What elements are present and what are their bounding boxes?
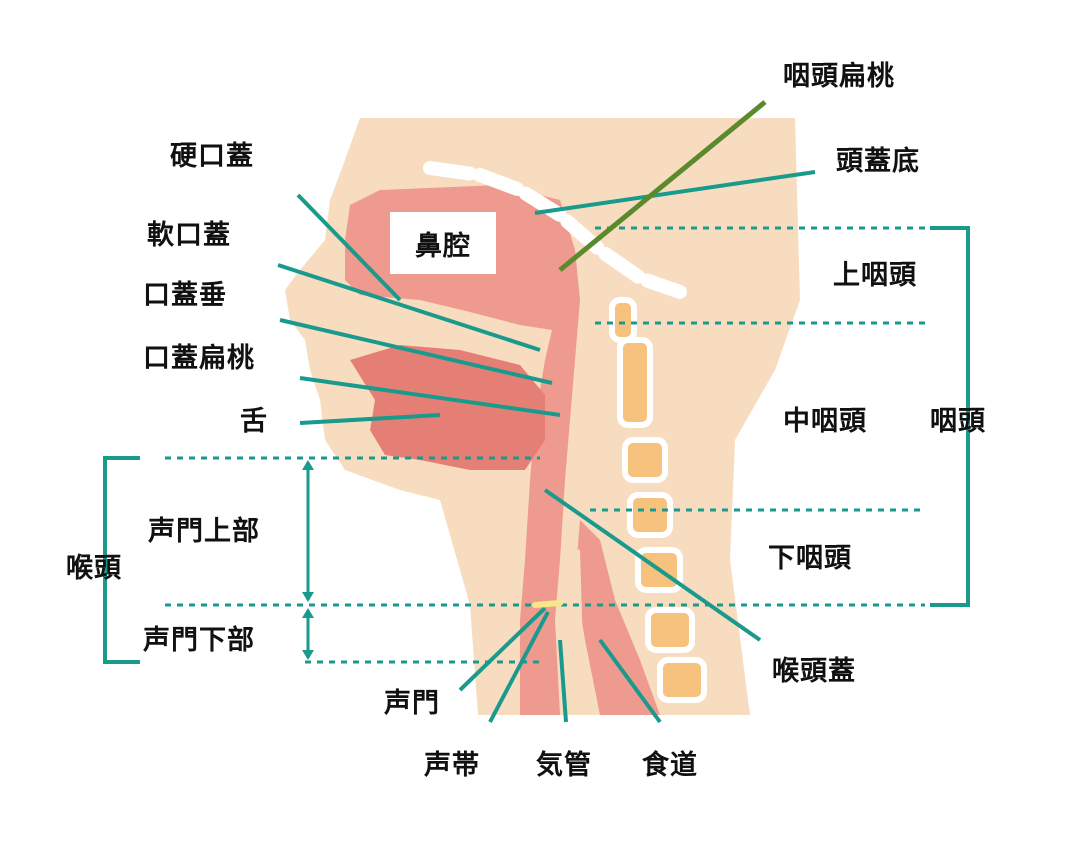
label-subglottic: 声門下部 [143, 627, 255, 654]
vertebra-6 [648, 610, 692, 650]
label-nasal-cavity: 鼻腔 [415, 224, 471, 263]
label-larynx: 喉頭 [66, 555, 122, 582]
vertebra-2 [620, 340, 650, 425]
label-tongue: 舌 [240, 408, 268, 435]
glottis-mark [535, 603, 560, 605]
label-vocal-cords: 声帯 [424, 752, 480, 779]
label-nasopharyngeal-tonsil: 咽頭扁桃 [783, 63, 895, 90]
nasal-cavity-label-box: 鼻腔 [390, 212, 496, 274]
label-epipharynx: 上咽頭 [833, 262, 917, 289]
label-hard-palate: 硬口蓋 [170, 143, 254, 170]
vertebra-1 [612, 300, 634, 340]
label-trachea: 気管 [536, 752, 592, 779]
label-pharynx: 咽頭 [930, 408, 986, 435]
supraglottic-arrow-bottom [302, 592, 314, 602]
vertebra-3 [625, 440, 665, 480]
label-esophagus: 食道 [642, 752, 698, 779]
subglottic-arrow-bottom [302, 650, 314, 660]
label-uvula: 口蓋垂 [143, 282, 227, 309]
label-epiglottis: 喉頭蓋 [772, 658, 856, 685]
subglottic-arrow-top [302, 608, 314, 618]
vertebra-4 [630, 495, 670, 535]
vertebra-7 [660, 660, 704, 700]
label-soft-palate: 軟口蓋 [147, 222, 231, 249]
label-palatine-tonsil: 口蓋扁桃 [143, 345, 255, 372]
label-hypopharynx: 下咽頭 [768, 545, 852, 572]
label-oropharynx: 中咽頭 [783, 408, 867, 435]
supraglottic-arrow-top [302, 460, 314, 470]
label-skull-base: 頭蓋底 [836, 148, 920, 175]
label-supraglottic: 声門上部 [148, 518, 260, 545]
label-glottis: 声門 [384, 690, 440, 717]
